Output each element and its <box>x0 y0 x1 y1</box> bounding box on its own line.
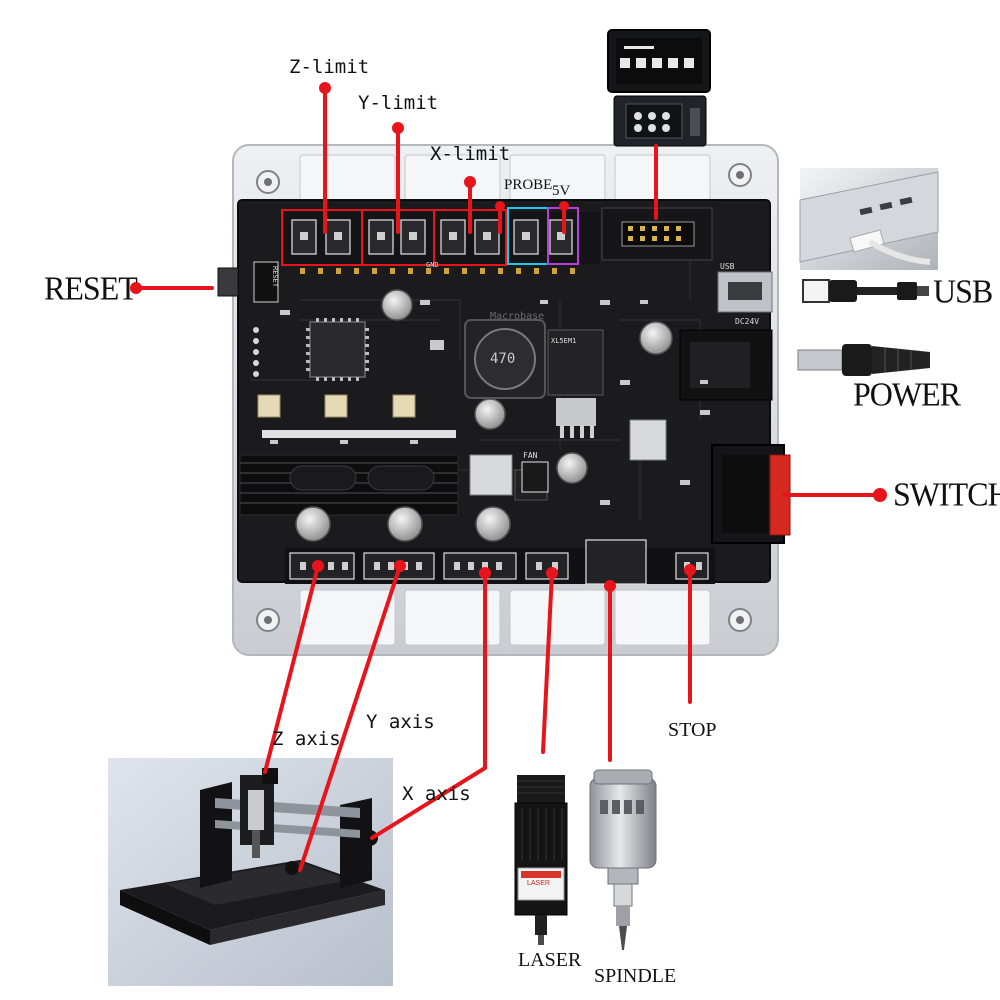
usb-cable <box>802 279 929 303</box>
mcu-chip <box>306 318 369 381</box>
laser-label: LASER <box>518 949 582 971</box>
rocker-switch-part <box>711 444 791 544</box>
usb-socket <box>717 271 773 313</box>
z-limit-label: Z-limit <box>289 56 370 78</box>
cnc-machine-photo <box>108 758 393 986</box>
top-header-strip <box>280 212 600 274</box>
switch-label: SWITCH <box>893 475 1000 513</box>
capacitors <box>295 289 673 542</box>
x-limit-label: X-limit <box>430 143 511 165</box>
spindle-label: SPINDLE <box>594 965 677 987</box>
regulator-chip <box>547 329 604 438</box>
inductor-marking: 470 <box>490 351 516 367</box>
laptop-usb-photo <box>799 168 939 270</box>
laser-sticker-text: LASER <box>527 880 550 887</box>
reset-label: RESET <box>44 269 138 307</box>
fan-connector <box>521 461 549 493</box>
spindle-motor-photo <box>589 769 657 950</box>
stop-label: STOP <box>668 719 717 741</box>
pin-header-left <box>253 327 259 377</box>
reset-button-part <box>217 261 279 303</box>
gnd-silkscreen: GND <box>426 261 439 269</box>
inductor <box>464 319 546 399</box>
power-label: POWER <box>853 375 961 413</box>
chip-marking: XL5EM1 <box>551 337 577 345</box>
usb-label: USB <box>933 272 993 310</box>
x-axis-label: X axis <box>402 783 471 805</box>
leader-dots <box>130 82 887 592</box>
power-plug <box>797 344 930 376</box>
driver-potentiometers <box>257 394 456 438</box>
fan-silkscreen: FAN <box>523 451 538 460</box>
probe-label: PROBE <box>504 177 553 193</box>
leader-lines <box>134 86 882 872</box>
y-limit-label: Y-limit <box>358 92 439 114</box>
heatsink <box>239 454 459 516</box>
five-v-label: 5V <box>552 183 571 199</box>
brand-watermark: Macrobase <box>490 311 545 322</box>
reset-silkscreen: RESET <box>271 266 279 288</box>
dc-jack <box>679 329 773 401</box>
y-axis-label: Y axis <box>366 711 435 733</box>
usb-silkscreen: USB <box>720 262 735 271</box>
dc-silkscreen: DC24V <box>735 317 760 326</box>
z-axis-label: Z axis <box>272 728 341 750</box>
smd-parts <box>270 300 710 505</box>
lcd-display-module <box>607 29 711 147</box>
laser-module-photo <box>514 775 568 945</box>
